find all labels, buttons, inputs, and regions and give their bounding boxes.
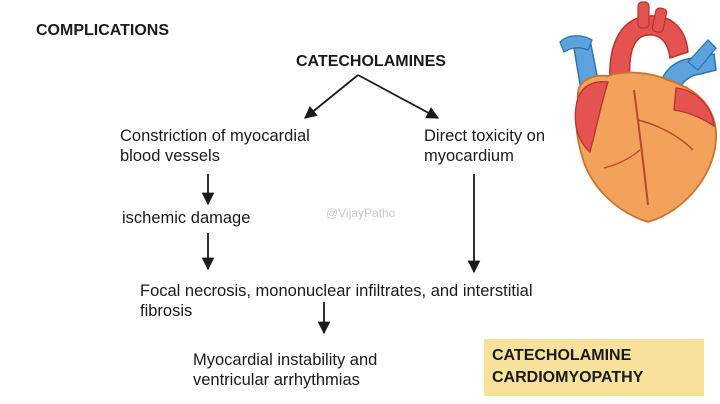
node-myocardial-instability-line-1: Myocardial instability and [193,351,378,369]
node-vessel-constriction-line-1: Constriction of myocardial [120,127,310,145]
node-direct-toxicity: Direct toxicity on myocardium [424,126,545,166]
arrow-root-to-left [304,74,359,119]
node-direct-toxicity-line-1: Direct toxicity on [424,127,546,145]
node-myocardial-instability: Myocardial instability and ventricular a… [193,350,377,390]
arrow-root-to-right [357,74,440,119]
node-myocardial-instability-line-2: ventricular arrhythmias [193,371,360,390]
highlight-label: CATECHOLAMINE CARDIOMYOPATHY [492,345,643,390]
heart-illustration-icon [559,1,717,223]
highlight-label-line-1: CATECHOLAMINE [492,347,632,364]
node-focal-necrosis-line-1: Focal necrosis, mononuclear infiltrates,… [140,282,533,300]
node-focal-necrosis-line-2: fibrosis [140,302,193,321]
node-vessel-constriction-line-2: blood vessels [120,147,220,166]
node-ischemic-damage: ischemic damage [122,209,251,227]
slide-title: COMPLICATIONS [36,22,170,39]
node-focal-necrosis: Focal necrosis, mononuclear infiltrates,… [140,281,533,321]
highlight-box: CATECHOLAMINE CARDIOMYOPATHY [484,339,704,396]
node-direct-toxicity-line-2: myocardium [424,147,514,166]
highlight-label-line-2: CARDIOMYOPATHY [492,369,644,387]
root-node-catecholamines: CATECHOLAMINES [296,53,446,70]
node-vessel-constriction: Constriction of myocardial blood vessels [120,126,310,166]
watermark: @VijayPatho [326,206,396,220]
